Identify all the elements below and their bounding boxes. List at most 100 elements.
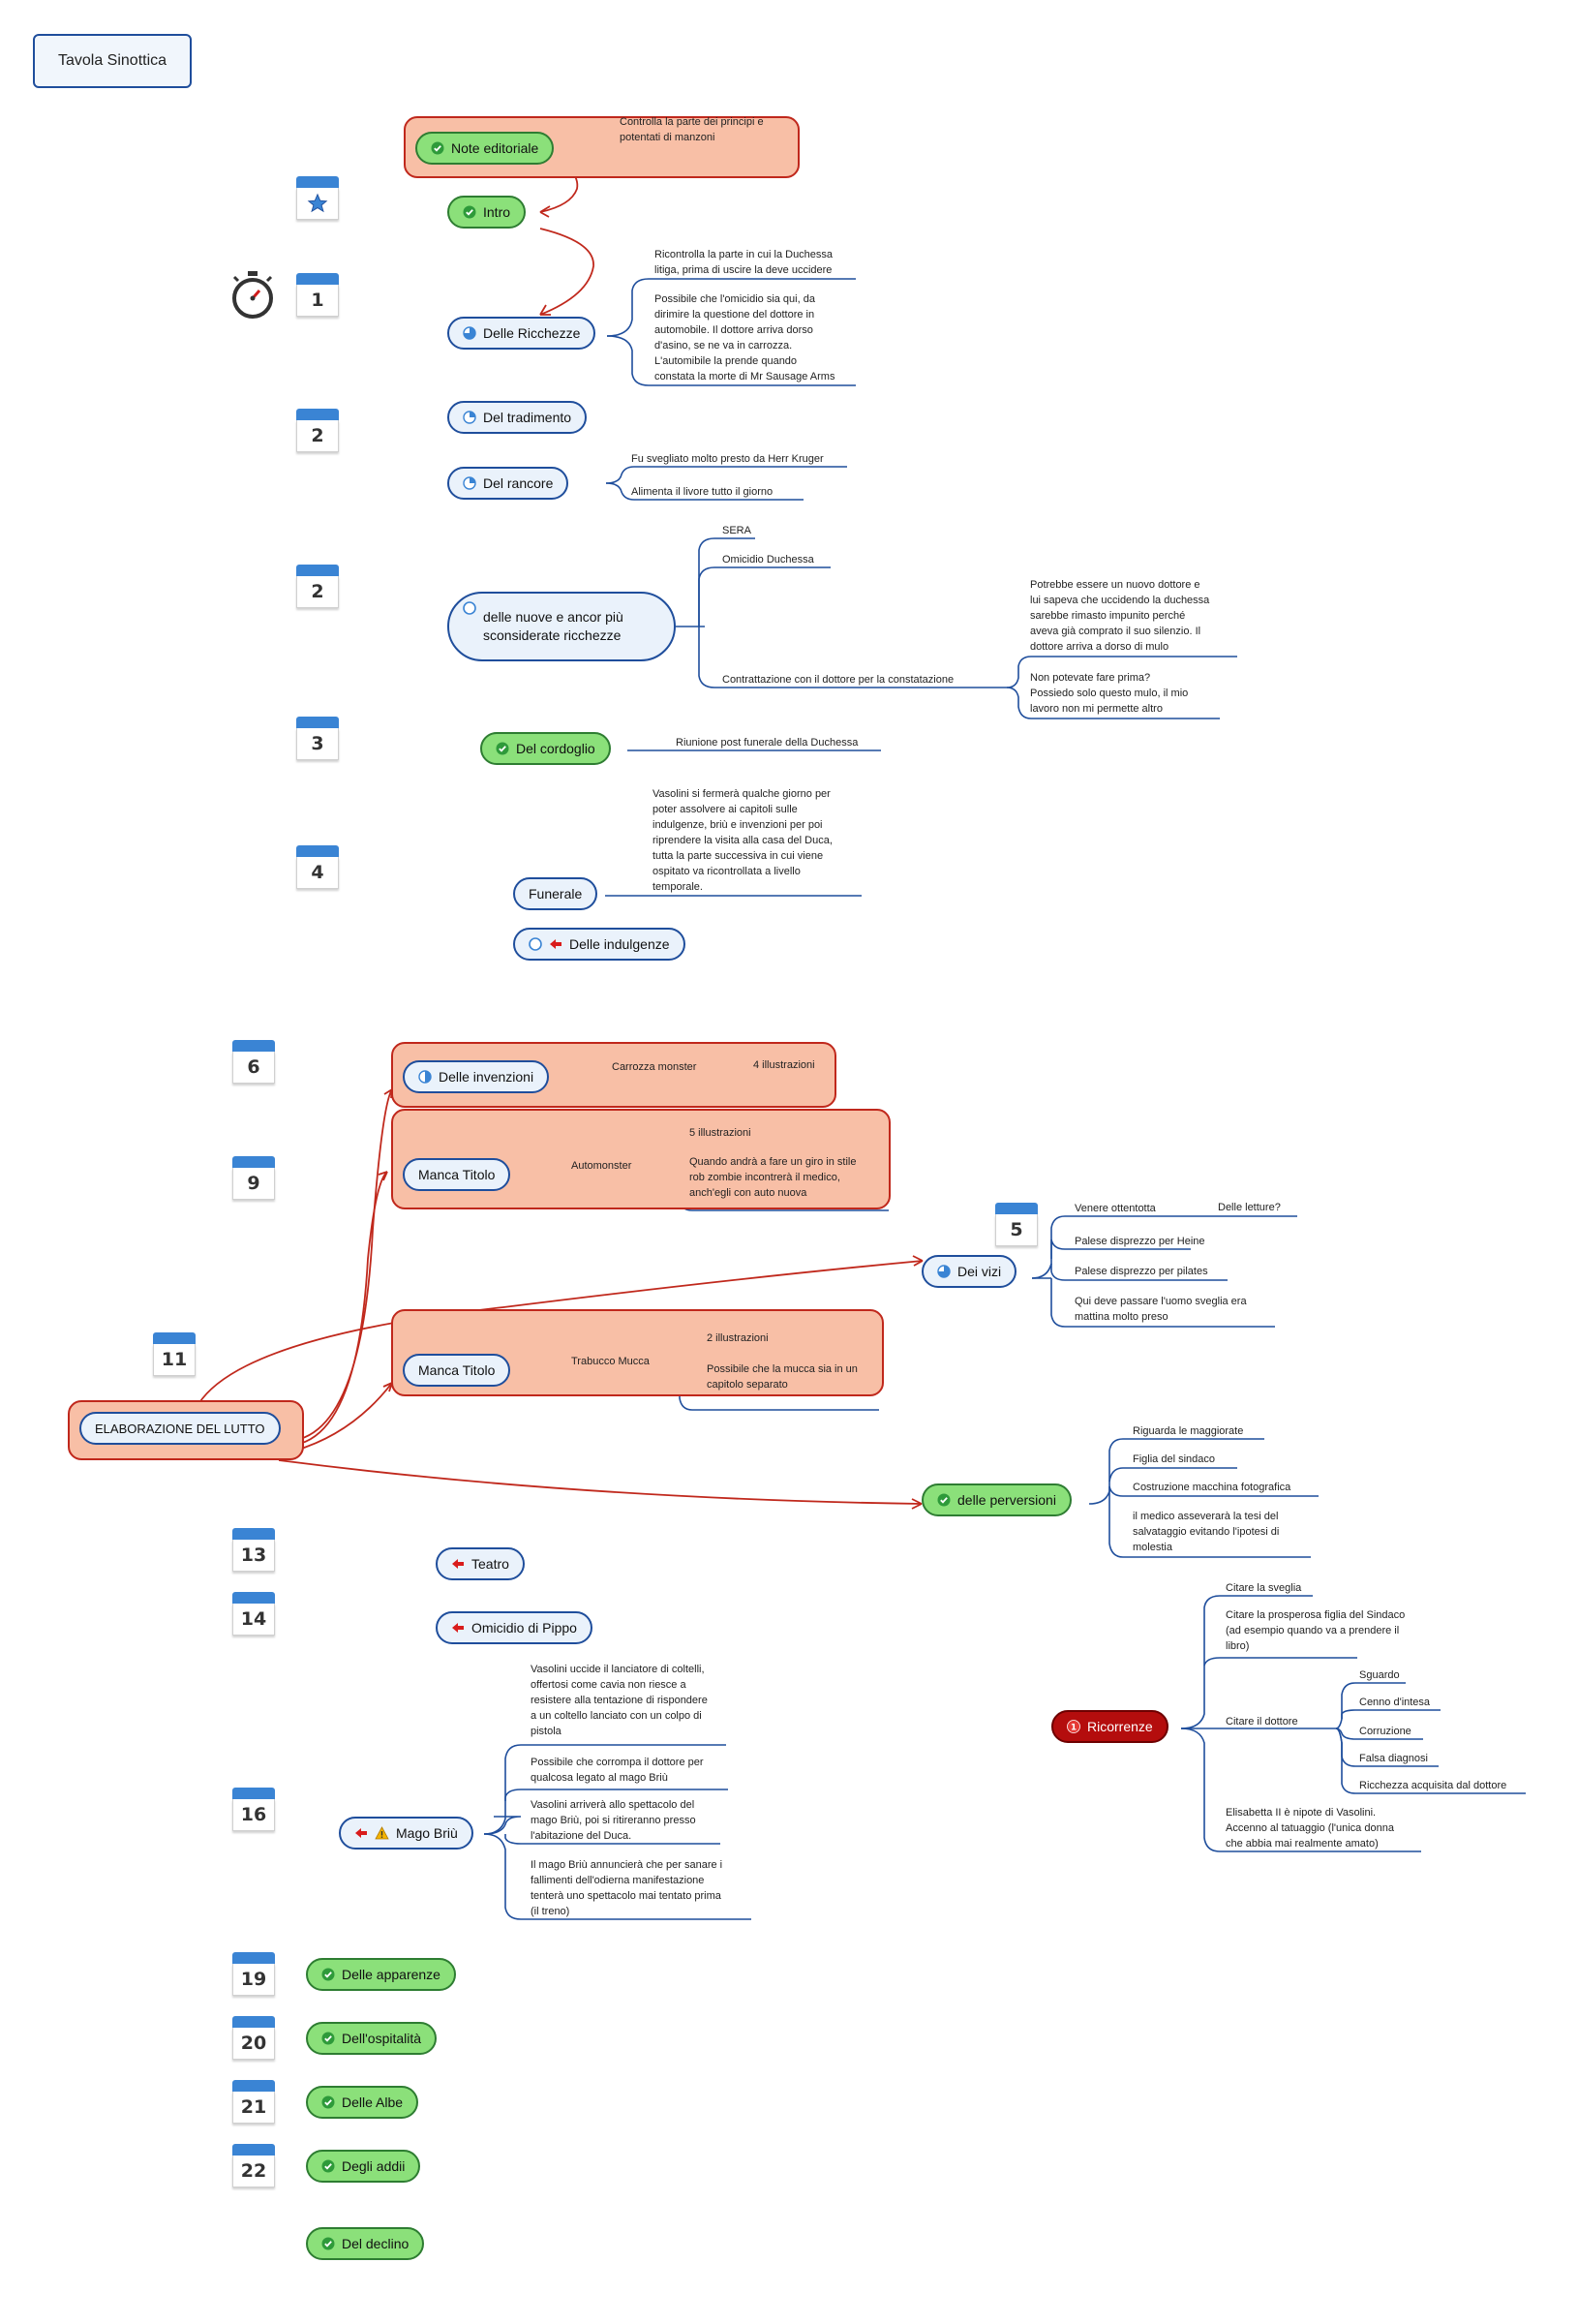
svg-text:1: 1	[1071, 1724, 1077, 1733]
subtopic-note[interactable]: Contrattazione con il dottore per la con…	[722, 674, 955, 686]
subtopic-note[interactable]: Non potevate fare prima? Possiedo solo q…	[1030, 672, 1189, 715]
topic-manca-titolo-2[interactable]: Manca Titolo	[403, 1354, 511, 1387]
topic-note-editoriale[interactable]: Note editoriale	[415, 132, 555, 165]
topic-delle-ricchezze[interactable]: Delle Ricchezze	[447, 317, 596, 350]
topic-dell-ospitalita[interactable]: Dell'ospitalità	[306, 2022, 438, 2055]
subtopic-note[interactable]: Citare il dottore	[1226, 1716, 1298, 1728]
subtopic-note[interactable]: 5 illustrazioni	[689, 1127, 751, 1139]
calendar-icon: 21	[232, 2080, 275, 2125]
progress-icon	[418, 1070, 432, 1084]
subtopic-note[interactable]: Ricchezza acquisita dal dottore	[1359, 1780, 1507, 1791]
topic-label: Del declino	[342, 2236, 410, 2251]
progress-icon	[529, 937, 542, 951]
subtopic-note[interactable]: Vasolini arriverà allo spettacolo del ma…	[531, 1799, 696, 1842]
subtopic-note[interactable]: Qui deve passare l'uomo sveglia era matt…	[1075, 1296, 1247, 1323]
topic-del-rancore[interactable]: Del rancore	[447, 467, 569, 500]
subtopic-note[interactable]: Vasolini uccide il lanciatore di coltell…	[531, 1664, 708, 1737]
topic-manca-titolo-1[interactable]: Manca Titolo	[403, 1158, 511, 1191]
subtopic-note[interactable]: Quando andrà a fare un giro in stile rob…	[689, 1156, 857, 1199]
subtopic-note[interactable]: Sguardo	[1359, 1669, 1400, 1681]
check-icon	[321, 2159, 335, 2173]
topic-label: Dei vizi	[957, 1264, 1002, 1279]
topic-del-declino[interactable]: Del declino	[306, 2227, 425, 2260]
subtopic-note[interactable]: Falsa diagnosi	[1359, 1753, 1428, 1764]
subtopic-note[interactable]: SERA	[722, 525, 751, 536]
topic-ricorrenze[interactable]: 1 Ricorrenze	[1051, 1710, 1168, 1743]
calendar-icon: 20	[232, 2016, 275, 2061]
subtopic-note[interactable]: Palese disprezzo per Heine	[1075, 1236, 1205, 1247]
subtopic-note[interactable]: Riguarda le maggiorate	[1133, 1425, 1244, 1437]
topic-label: Del tradimento	[483, 410, 572, 425]
topic-nuove-ricchezze[interactable]: delle nuove e ancor più sconsiderate ric…	[447, 592, 676, 661]
subtopic-note[interactable]: Corruzione	[1359, 1726, 1411, 1737]
calendar-icon: 11	[153, 1332, 196, 1377]
topic-delle-invenzioni[interactable]: Delle invenzioni	[403, 1060, 550, 1093]
subtopic-note[interactable]: Fu svegliato molto presto da Herr Kruger	[631, 453, 824, 465]
topic-degli-addii[interactable]: Degli addii	[306, 2150, 421, 2183]
topic-label: Degli addii	[342, 2158, 406, 2174]
subtopic-note[interactable]: Il mago Briù annuncierà che per sanare i…	[531, 1859, 723, 1917]
topic-label: delle nuove e ancor più sconsiderate ric…	[483, 609, 623, 643]
progress-icon	[463, 411, 476, 424]
subtopic-note[interactable]: Omicidio Duchessa	[722, 554, 814, 566]
topic-label: Delle Albe	[342, 2095, 404, 2110]
subtopic-note[interactable]: Elisabetta II è nipote di Vasolini. Acce…	[1226, 1807, 1394, 1850]
subtopic-note[interactable]: Citare la sveglia	[1226, 1582, 1302, 1594]
subtopic-note[interactable]: Potrebbe essere un nuovo dottore e lui s…	[1030, 579, 1210, 653]
progress-icon	[463, 476, 476, 490]
topic-del-tradimento[interactable]: Del tradimento	[447, 401, 588, 434]
subtopic-note[interactable]: Trabucco Mucca	[571, 1356, 650, 1367]
arrow-left-icon	[354, 1827, 368, 1839]
topic-delle-indulgenze[interactable]: Delle indulgenze	[513, 928, 685, 961]
page-title[interactable]: Tavola Sinottica	[33, 34, 192, 88]
stopwatch-icon	[230, 269, 275, 324]
topic-funerale[interactable]: Funerale	[513, 877, 598, 910]
calendar-icon: 3	[296, 717, 339, 761]
subtopic-note[interactable]: Figlia del sindaco	[1133, 1453, 1215, 1465]
subtopic-note[interactable]: Carrozza monster	[612, 1061, 697, 1073]
subtopic-note[interactable]: Delle letture?	[1218, 1202, 1281, 1213]
subtopic-note[interactable]: Automonster	[571, 1160, 632, 1172]
topic-intro[interactable]: Intro	[447, 196, 527, 229]
calendar-icon: 22	[232, 2144, 275, 2188]
topic-omicidio-pippo[interactable]: Omicidio di Pippo	[436, 1611, 592, 1644]
calendar-icon: 14	[232, 1592, 275, 1636]
topic-delle-apparenze[interactable]: Delle apparenze	[306, 1958, 456, 1991]
topic-del-cordoglio[interactable]: Del cordoglio	[480, 732, 611, 765]
topic-label: Del rancore	[483, 475, 554, 491]
topic-label: Omicidio di Pippo	[471, 1620, 577, 1636]
calendar-icon: 4	[296, 845, 339, 890]
subtopic-note[interactable]: Possibile che la mucca sia in un capitol…	[707, 1363, 858, 1391]
progress-icon	[937, 1265, 951, 1278]
subtopic-note[interactable]: Palese disprezzo per pilates	[1075, 1266, 1208, 1277]
subtopic-note[interactable]: Possibile che corrompa il dottore per qu…	[531, 1757, 704, 1784]
topic-mago-briu[interactable]: Mago Briù	[339, 1817, 473, 1850]
subtopic-note[interactable]: Controlla la parte dei principi e potent…	[620, 116, 764, 143]
topic-label: Note editoriale	[451, 140, 539, 156]
subtopic-note[interactable]: Vasolini si fermerà qualche giorno per p…	[652, 788, 833, 893]
calendar-icon: 13	[232, 1528, 275, 1573]
topic-dei-vizi[interactable]: Dei vizi	[922, 1255, 1017, 1288]
topic-delle-albe[interactable]: Delle Albe	[306, 2086, 419, 2119]
subtopic-note[interactable]: il medico asseverarà la tesi del salvata…	[1133, 1511, 1280, 1553]
topic-label: Funerale	[529, 886, 583, 902]
topic-label: Ricorrenze	[1087, 1719, 1153, 1734]
subtopic-note[interactable]: Cenno d'intesa	[1359, 1697, 1431, 1708]
progress-icon	[463, 326, 476, 340]
subtopic-note[interactable]: Citare la prosperosa figlia del Sindaco …	[1226, 1609, 1406, 1652]
subtopic-note[interactable]: Riunione post funerale della Duchessa	[676, 737, 859, 749]
check-icon	[431, 141, 444, 155]
central-topic-elaborazione[interactable]: ELABORAZIONE DEL LUTTO	[79, 1412, 281, 1445]
subtopic-note[interactable]: Alimenta il livore tutto il giorno	[631, 486, 774, 498]
topic-delle-perversioni[interactable]: delle perversioni	[922, 1483, 1072, 1516]
calendar-icon: 9	[232, 1156, 275, 1201]
subtopic-note[interactable]: Venere ottentotta	[1075, 1203, 1156, 1214]
subtopic-note[interactable]: 2 illustrazioni	[707, 1332, 769, 1344]
subtopic-note[interactable]: Costruzione macchina fotografica	[1133, 1482, 1291, 1493]
topic-label: Mago Briù	[396, 1825, 458, 1841]
topic-label: delle perversioni	[957, 1492, 1056, 1508]
subtopic-note[interactable]: Ricontrolla la parte in cui la Duchessa …	[654, 249, 834, 276]
subtopic-note[interactable]: Possibile che l'omicidio sia qui, da dir…	[654, 293, 835, 382]
topic-teatro[interactable]: Teatro	[436, 1547, 525, 1580]
subtopic-note[interactable]: 4 illustrazioni	[753, 1059, 815, 1071]
